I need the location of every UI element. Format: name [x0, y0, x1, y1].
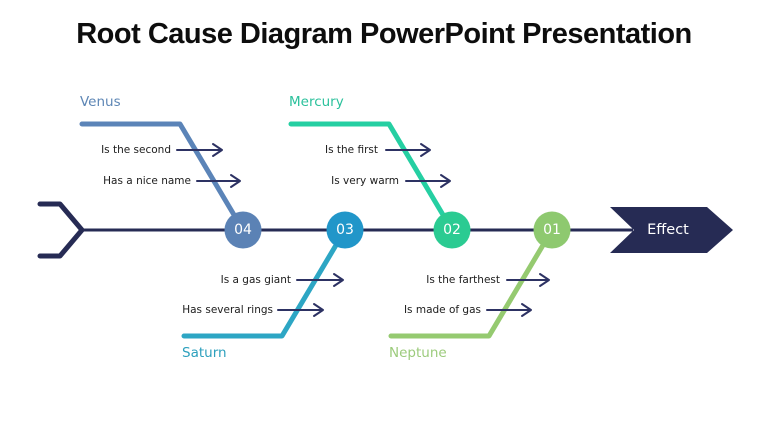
- branch-label-mercury: Mercury: [289, 94, 344, 110]
- cause-arrow-mercury-1: [385, 143, 431, 157]
- node-number-03: 03: [336, 222, 354, 238]
- node-number-01: 01: [543, 222, 561, 238]
- cause-arrow-neptune-1: [506, 273, 550, 287]
- cause-label-saturn-1: Is a gas giant: [220, 274, 291, 286]
- node-circle-04: [224, 211, 262, 249]
- effect-arrow-shape: [610, 207, 733, 253]
- cause-arrow-venus-2: [196, 174, 241, 188]
- node-circle-01: [533, 211, 571, 249]
- cause-arrow-mercury-2: [405, 174, 451, 188]
- cause-label-neptune-2: Is made of gas: [403, 304, 481, 316]
- cause-arrow-saturn-2: [277, 303, 324, 317]
- cause-label-venus-1: Is the second: [101, 144, 171, 156]
- cause-label-saturn-2: Has several rings: [182, 304, 273, 316]
- node-circle-02: [433, 211, 471, 249]
- branch-label-saturn: Saturn: [182, 345, 227, 361]
- fish-tail-shape: [37, 201, 85, 259]
- node-number-04: 04: [234, 222, 252, 238]
- cause-arrow-saturn-1: [296, 273, 344, 287]
- effect-label: Effect: [647, 222, 689, 238]
- page-title: Root Cause Diagram PowerPoint Presentati…: [76, 18, 692, 50]
- branch-line-saturn: [181, 227, 348, 339]
- cause-label-neptune-1: Is the farthest: [426, 274, 500, 286]
- cause-label-venus-2: Has a nice name: [103, 175, 191, 187]
- cause-arrow-venus-1: [176, 143, 223, 157]
- branch-line-neptune: [388, 227, 555, 339]
- branch-label-venus: Venus: [80, 94, 121, 110]
- branch-line-mercury: [288, 121, 455, 233]
- cause-label-mercury-2: Is very warm: [331, 175, 399, 187]
- cause-label-mercury-1: Is the first: [325, 144, 378, 156]
- node-circle-03: [326, 211, 364, 249]
- branch-line-venus: [79, 121, 246, 233]
- cause-arrow-neptune-2: [486, 303, 532, 317]
- branch-label-neptune: Neptune: [389, 345, 447, 361]
- node-number-02: 02: [443, 222, 461, 238]
